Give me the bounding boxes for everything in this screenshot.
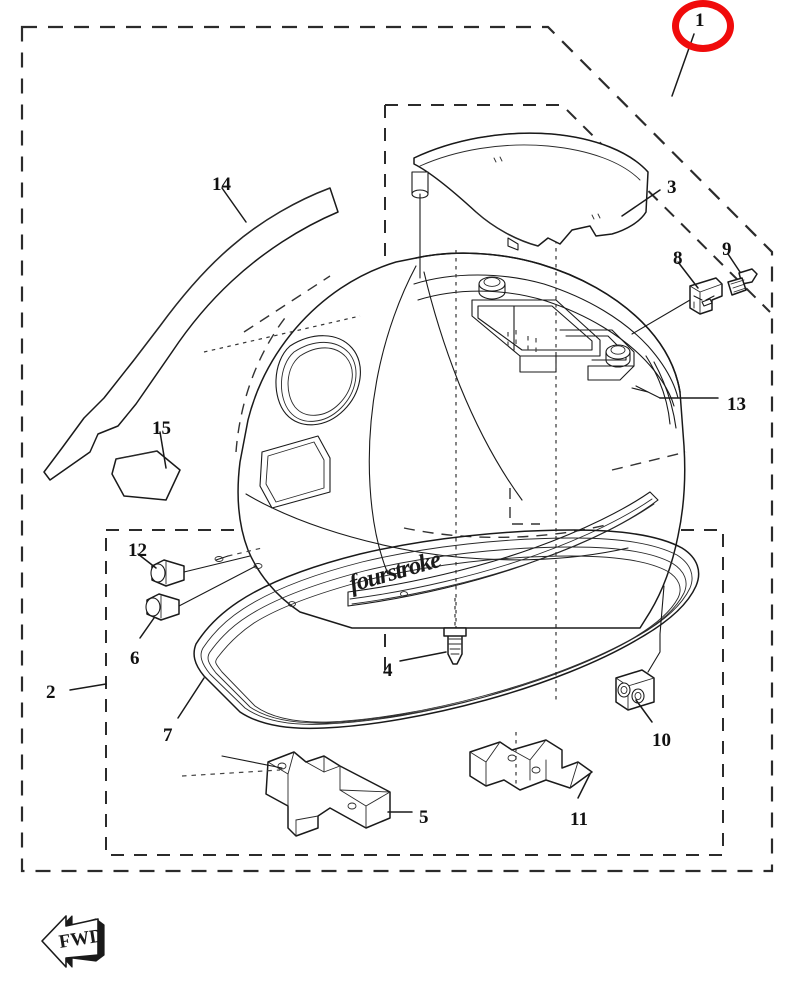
leader-10 [635, 699, 653, 723]
part-3-top-cover [411, 132, 649, 279]
callout-number-10: 10 [652, 730, 671, 751]
leader-12 [137, 553, 157, 569]
highlight-ring-callout-1 [672, 0, 734, 52]
leader-11 [577, 773, 591, 799]
outer-group-boundary [20, 25, 774, 873]
callout-number-11: 11 [570, 809, 588, 830]
callout-number-4: 4 [383, 660, 393, 681]
top-cover-boundary [385, 104, 771, 313]
callout-number-14: 14 [212, 174, 231, 195]
callout-number-5: 5 [419, 807, 429, 828]
fwd-arrow-marker: FWD [41, 915, 105, 968]
inner-group-boundary [105, 529, 724, 856]
callout-number-3: 3 [667, 177, 677, 198]
leader-4 [399, 651, 447, 662]
callout-number-13: 13 [727, 394, 746, 415]
callout-number-2: 2 [46, 682, 56, 703]
callout-number-15: 15 [152, 418, 171, 439]
main-cowling-body [203, 232, 687, 700]
leader-8 [677, 261, 699, 289]
brand-decal-slot [347, 491, 659, 607]
part-6-knob-bolt [145, 593, 180, 621]
fwd-arrow-face [41, 915, 99, 968]
leader-9 [727, 253, 741, 273]
callout-number-6: 6 [130, 648, 140, 669]
part-9-screw [727, 268, 758, 296]
leader-6 [139, 617, 155, 639]
part-14-seal-strip [43, 187, 339, 481]
leader-7 [177, 677, 205, 719]
callout-number-1: 1 [695, 10, 705, 31]
part-15-damper-pad [111, 450, 181, 501]
callout-number-8: 8 [673, 248, 683, 269]
callout-number-7: 7 [163, 725, 173, 746]
leader-lines [69, 33, 741, 813]
leader-2 [69, 683, 107, 691]
part-10-grommet-bracket [615, 633, 661, 711]
part-4-tapping-screw [443, 627, 467, 665]
part-12-knob-bolt [150, 559, 185, 587]
leader-14 [221, 187, 247, 223]
callout-number-12: 12 [128, 540, 147, 561]
part-7-cowling-seal [193, 529, 700, 730]
leader-15 [159, 431, 167, 469]
part-11-lock-bracket [469, 732, 593, 791]
intake-vent [275, 335, 361, 426]
leader-3 [621, 189, 661, 217]
front-panel-recess [259, 435, 331, 509]
part-5-hook-bracket [265, 751, 391, 837]
callout-number-9: 9 [722, 239, 732, 260]
